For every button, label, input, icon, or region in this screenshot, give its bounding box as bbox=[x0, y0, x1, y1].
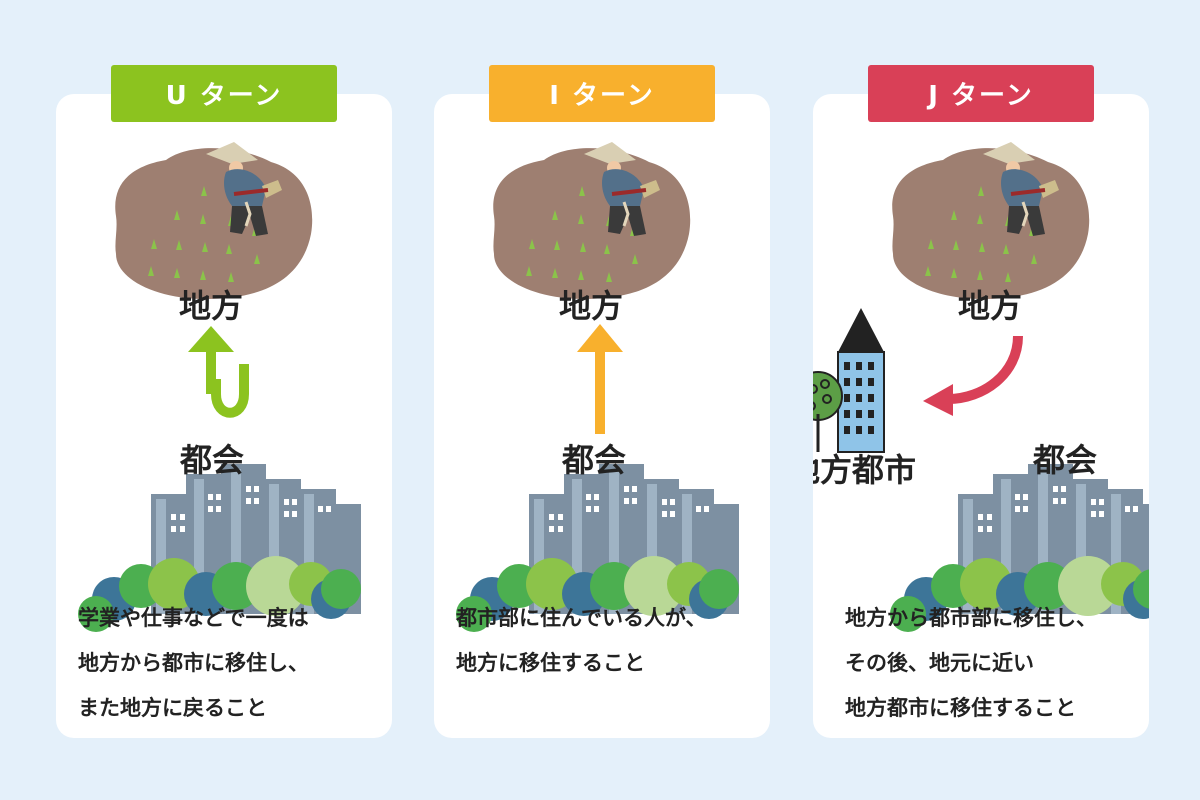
description: 地方から都市部に移住し、 その後、地元に近い 地方都市に移住すること bbox=[845, 596, 1145, 731]
curved-arrow-icon bbox=[923, 335, 1023, 416]
city-label: 都会 bbox=[562, 441, 627, 479]
rural-label: 地方 bbox=[179, 287, 244, 325]
description: 学業や仕事などで一度は 地方から都市に移住し、 また地方に戻ること bbox=[78, 596, 378, 731]
description-line: また地方に戻ること bbox=[78, 696, 267, 720]
description-line: 地方から都市部に移住し、 bbox=[845, 606, 1097, 630]
badge-u-turn: U ターン bbox=[111, 65, 337, 122]
tree-icon bbox=[813, 371, 843, 452]
i-turn-illustration bbox=[456, 140, 739, 632]
description-line: 地方に移住すること bbox=[456, 651, 645, 675]
panel-i-turn: 地方 都会 都市部に住んでいる人が、 地方に移住すること bbox=[434, 94, 770, 738]
description-line: 学業や仕事などで一度は bbox=[78, 606, 309, 630]
city-label: 都会 bbox=[1033, 441, 1098, 479]
u-turn-arrow-icon bbox=[188, 326, 249, 418]
panel-j-turn: 地方 都会 地方都市 地方から都市部に移住し、 その後、地元に近い 地方都市に移… bbox=[813, 94, 1149, 738]
regional-city-label: 地方都市 bbox=[813, 451, 917, 489]
badge-i-turn: I ターン bbox=[489, 65, 715, 122]
badge-j-turn: J ターン bbox=[868, 65, 1094, 122]
description-line: その後、地元に近い bbox=[845, 651, 1034, 675]
description-line: 地方都市に移住すること bbox=[845, 696, 1076, 720]
field-icon bbox=[493, 148, 691, 299]
panel-u-turn: 地方 都会 学業や仕事などで一度は 地方から都市に移住し、 また地方に戻ること bbox=[56, 94, 392, 738]
description-line: 都市部に住んでいる人が、 bbox=[456, 606, 707, 630]
j-turn-illustration bbox=[813, 140, 1149, 632]
city-label: 都会 bbox=[180, 441, 245, 479]
u-turn-illustration bbox=[78, 140, 361, 632]
tower-building-icon bbox=[837, 308, 885, 453]
description-line: 地方から都市に移住し、 bbox=[78, 651, 309, 675]
rural-label: 地方 bbox=[958, 287, 1023, 325]
description: 都市部に住んでいる人が、 地方に移住すること bbox=[456, 596, 756, 686]
field-icon bbox=[892, 148, 1090, 299]
field-icon bbox=[115, 148, 313, 299]
up-arrow-icon bbox=[577, 324, 623, 434]
rural-label: 地方 bbox=[559, 287, 624, 325]
